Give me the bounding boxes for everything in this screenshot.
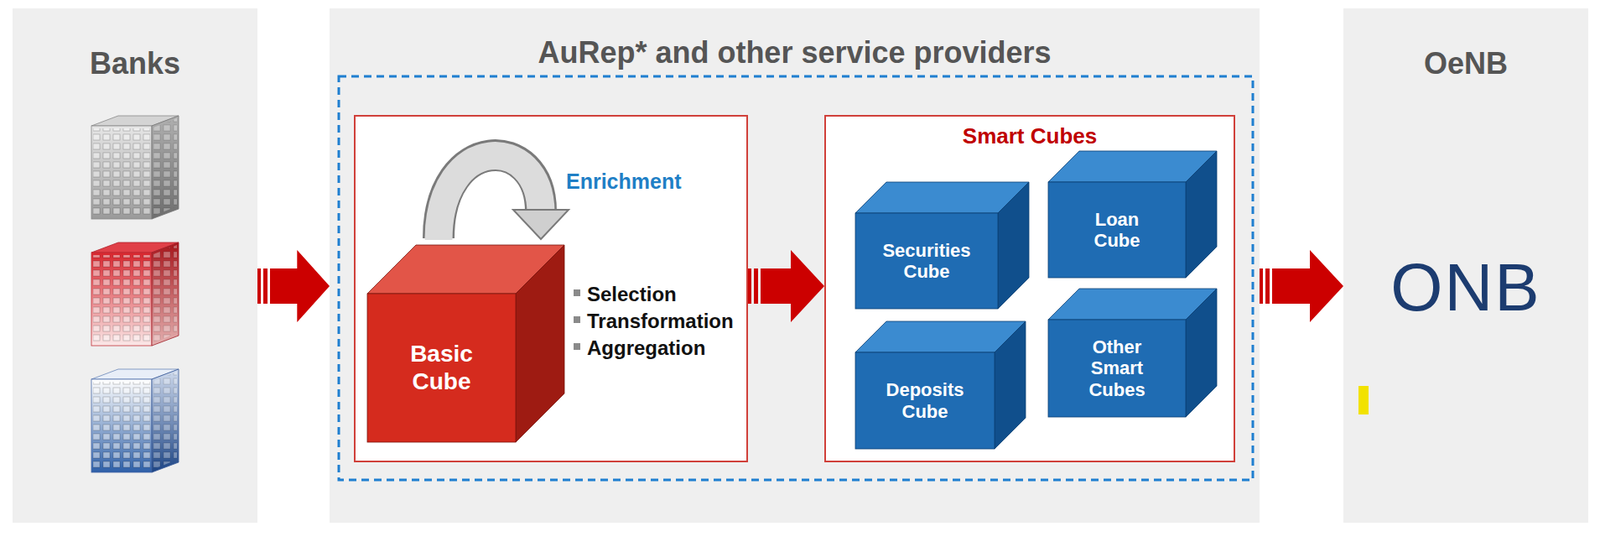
- yellow-mark: [1358, 385, 1369, 415]
- bullet-marker: [573, 289, 581, 297]
- cube-label: Loan Cube: [1070, 208, 1164, 252]
- text-slot: AuRep* and other service providers: [329, 35, 1260, 71]
- smart-cube: Other Smart Cubes: [1048, 288, 1217, 417]
- text-slot: Basic Cube: [367, 293, 516, 442]
- cube-front: [367, 293, 516, 442]
- arrow-body: [1272, 249, 1344, 323]
- text-slot: Enrichment: [566, 168, 682, 194]
- text-slot: ONB: [1343, 249, 1589, 327]
- arrow-tail-stripe: [1265, 268, 1270, 304]
- cube-front: [855, 352, 995, 449]
- text-slot: Deposits Cube: [855, 352, 995, 449]
- arrow-tail-stripe: [1259, 268, 1263, 304]
- cube-front: [1048, 181, 1186, 278]
- arrow-body: [270, 249, 330, 323]
- group-heading: Smart Cubes: [825, 123, 1234, 149]
- smart-cube: Loan Cube: [1048, 150, 1217, 278]
- enrichment-arrow: [438, 155, 569, 240]
- cube-front: [1048, 319, 1186, 417]
- cube-side: [515, 244, 565, 442]
- cube-front: [855, 212, 998, 309]
- bank-building: [91, 115, 179, 219]
- dashed-boundary: [338, 76, 1253, 480]
- bullet-marker: [573, 342, 581, 350]
- cube-side: [1185, 150, 1217, 278]
- bullet-line: Transformation: [573, 306, 734, 334]
- side-panel: OeNB ONB: [1343, 8, 1589, 523]
- panel-heading: AuRep* and other service providers: [329, 35, 1260, 71]
- arrow-tail-stripe: [263, 268, 268, 304]
- cube-label: Other Smart Cubes: [1070, 336, 1164, 400]
- text-slot: Other Smart Cubes: [1048, 319, 1186, 417]
- cube-label: Basic Cube: [395, 340, 489, 395]
- process-label: Enrichment: [566, 168, 682, 194]
- cube-label: Securities Cube: [879, 239, 974, 283]
- logo-text: ONB: [1343, 249, 1589, 327]
- flow-arrow: [257, 249, 330, 323]
- side-panel: Banks: [12, 8, 258, 523]
- cube-side: [997, 181, 1029, 309]
- cube-side: [1185, 288, 1217, 417]
- bullet-line: Selection: [573, 280, 734, 307]
- arrow-tail-stripe: [748, 268, 752, 304]
- arrow-tail-stripe: [753, 268, 759, 304]
- bank-building: [91, 368, 179, 473]
- panel-heading: OeNB: [1343, 46, 1589, 82]
- bullet-text: Transformation: [587, 307, 734, 335]
- provider-panel: AuRep* and other service providersEnrich…: [329, 8, 1260, 523]
- text-slot: SelectionTransformationAggregation: [573, 280, 734, 361]
- smart-cube: Deposits Cube: [855, 321, 1026, 449]
- flow-arrow: [748, 249, 825, 323]
- text-slot: Banks: [12, 46, 258, 82]
- arrow-tail-stripe: [257, 268, 261, 304]
- cube-label: Deposits Cube: [877, 379, 972, 422]
- basic-cube: Basic Cube: [367, 244, 565, 442]
- bullet-line: Aggregation: [573, 333, 734, 361]
- bullet-marker: [573, 316, 581, 323]
- smart-cube: Securities Cube: [855, 181, 1029, 309]
- text-slot: Loan Cube: [1048, 181, 1186, 278]
- panel-heading: Banks: [12, 46, 258, 82]
- group-box: Smart CubesSecurities Cube Loan CubeDepos…: [824, 114, 1236, 463]
- text-slot: OeNB: [1343, 46, 1589, 82]
- text-slot: Smart Cubes: [825, 123, 1234, 149]
- arrow-body: [760, 249, 825, 323]
- text-slot: Securities Cube: [855, 212, 998, 309]
- process-box: EnrichmentSelectionTransformationAggrega…: [353, 114, 749, 463]
- bullet-text: Aggregation: [587, 334, 706, 362]
- cube-side: [994, 321, 1026, 449]
- flow-arrow: [1259, 249, 1344, 323]
- bullet-text: Selection: [587, 280, 677, 308]
- bank-building: [91, 242, 179, 346]
